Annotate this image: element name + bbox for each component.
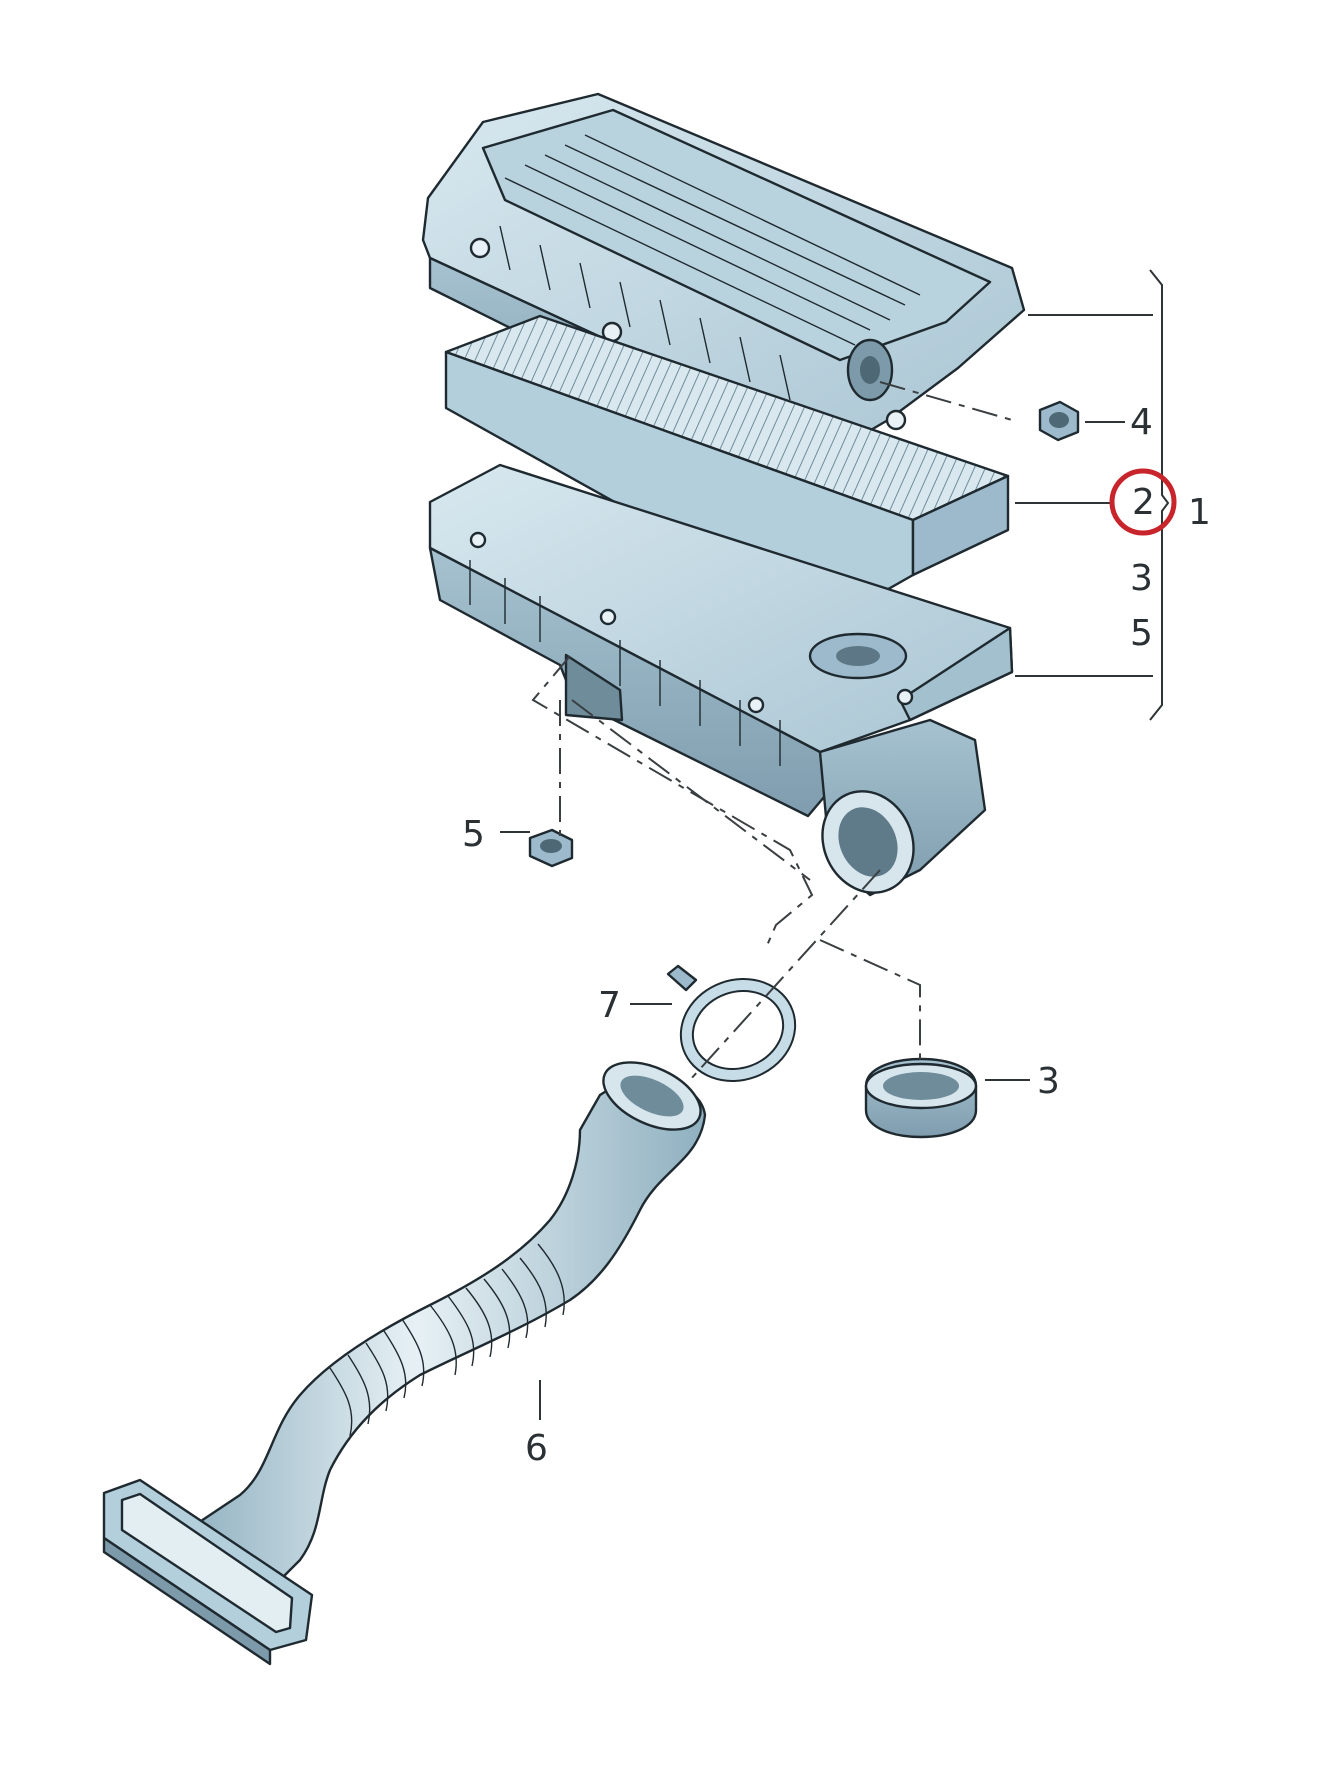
callout-2: 2	[1132, 482, 1155, 523]
callout-1: 1	[1188, 492, 1211, 533]
lower-housing	[428, 463, 1014, 897]
callout-3: 3	[1037, 1061, 1060, 1102]
seal-ring-part-3	[864, 1057, 978, 1139]
hex-nut-part-4	[1038, 400, 1080, 442]
callout-3-group: 3	[1130, 558, 1153, 599]
intake-hose-part-6	[102, 1061, 707, 1666]
callout-7: 7	[598, 985, 621, 1026]
leader-lines	[500, 269, 1170, 1420]
callout-4: 4	[1130, 402, 1153, 443]
callout-5-group: 5	[1130, 613, 1153, 654]
hose-clamp-part-7	[666, 964, 797, 1083]
highlight-circle	[1109, 468, 1177, 536]
hex-nut-part-5	[528, 828, 574, 868]
assembly-guide-lines	[531, 381, 1013, 1081]
callout-6: 6	[525, 1428, 548, 1469]
callout-5: 5	[462, 814, 485, 855]
air-filter-element	[444, 314, 1010, 624]
